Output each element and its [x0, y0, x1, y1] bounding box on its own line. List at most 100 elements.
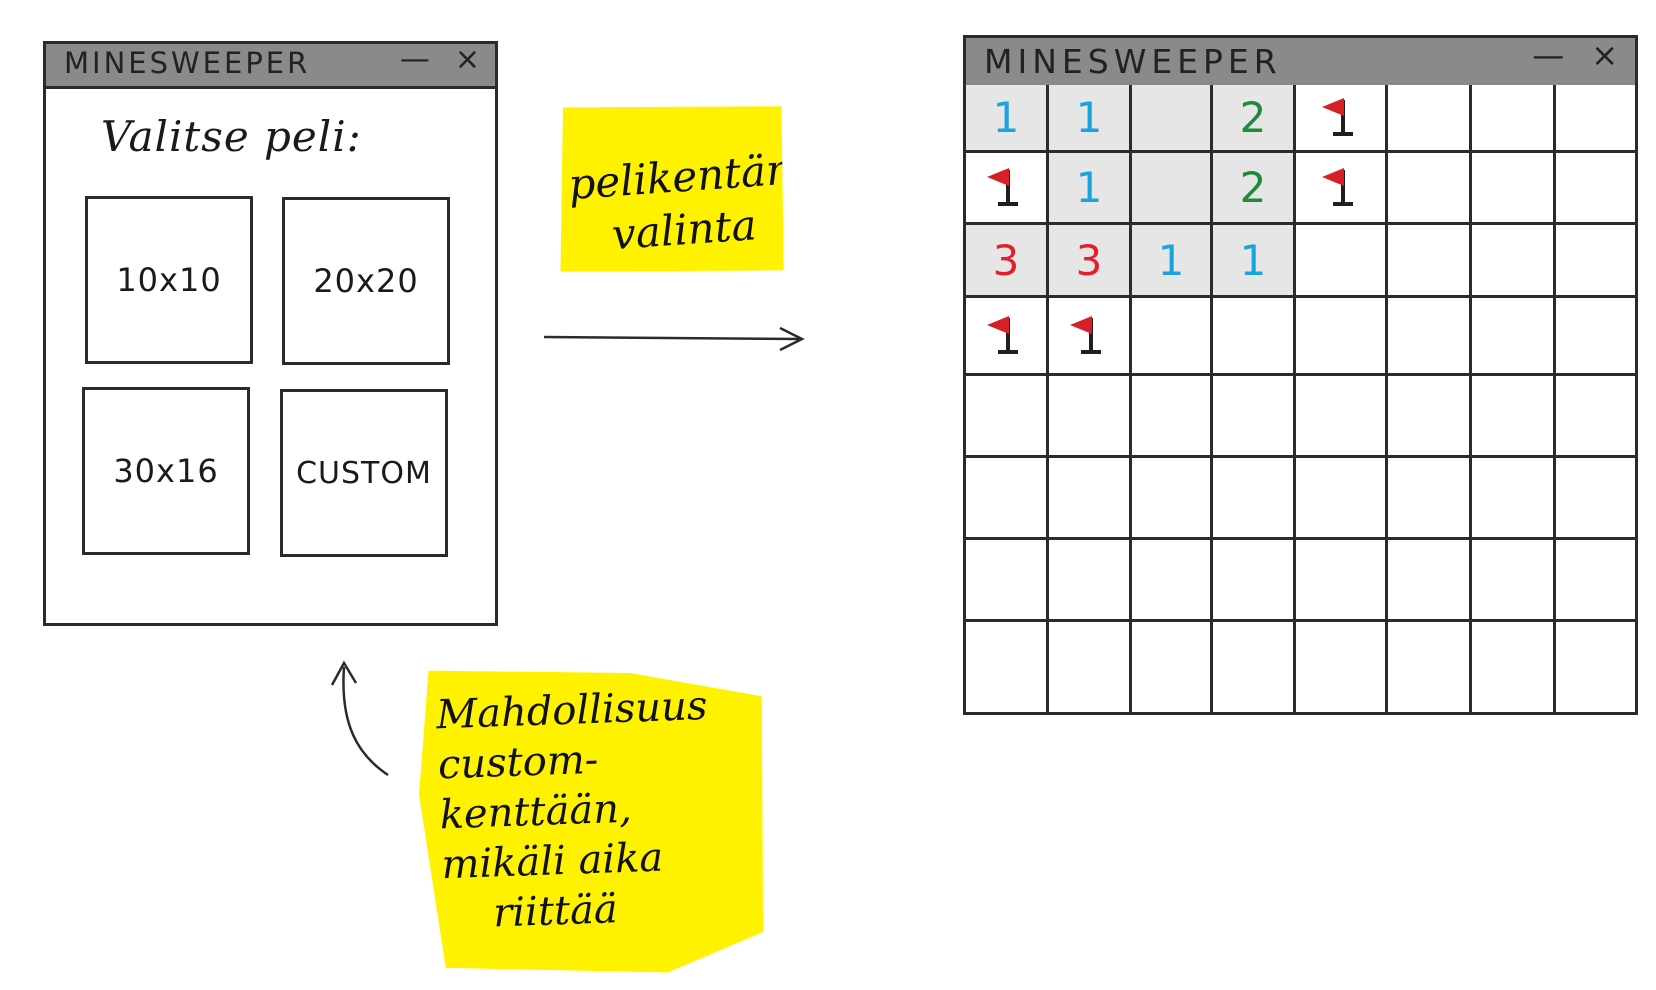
board-cell[interactable] [1132, 298, 1213, 376]
flow-arrow-right [543, 326, 805, 352]
board-cell[interactable] [1213, 298, 1296, 376]
board-cell[interactable] [1049, 458, 1132, 540]
board-cell[interactable] [1296, 458, 1388, 540]
note-line: custom-kenttään, [437, 736, 633, 839]
board-cell[interactable] [1388, 458, 1472, 540]
board-cell[interactable] [1132, 85, 1213, 153]
choice-20x20-button[interactable]: 20x20 [282, 197, 450, 365]
board-cell[interactable]: 1 [1213, 225, 1296, 298]
board-cell[interactable] [1132, 376, 1213, 458]
window-controls: — × [400, 42, 483, 77]
titlebar: MINESWEEPER — × [966, 36, 1635, 88]
flag-icon [983, 164, 1029, 212]
board-cell[interactable] [1213, 622, 1296, 712]
flag-icon [1318, 164, 1364, 212]
note-custom-option: Mahdollisuus custom-kenttään, mikäli aik… [415, 659, 772, 981]
titlebar: MINESWEEPER — × [46, 42, 495, 89]
close-button[interactable]: × [454, 42, 483, 77]
board-cell[interactable] [1556, 622, 1635, 712]
window-title: MINESWEEPER [64, 46, 311, 80]
board-cell[interactable] [1049, 298, 1132, 376]
board-cell[interactable]: 3 [966, 225, 1049, 298]
board-cell[interactable] [1132, 153, 1213, 225]
board-cell[interactable]: 1 [1049, 85, 1132, 153]
board-cell[interactable]: 1 [966, 85, 1049, 153]
cell-number: 3 [1075, 235, 1103, 285]
board-cell[interactable] [1556, 458, 1635, 540]
board-cell[interactable] [1556, 540, 1635, 622]
board-cell[interactable] [1213, 540, 1296, 622]
board-cell[interactable] [1472, 458, 1556, 540]
board-cell[interactable] [1388, 298, 1472, 376]
board-cell[interactable] [1296, 298, 1388, 376]
window-controls: — × [1532, 36, 1623, 74]
board-cell[interactable] [1388, 622, 1472, 712]
board-cell[interactable] [1472, 540, 1556, 622]
board-cell[interactable] [1296, 225, 1388, 298]
cell-number: 1 [1239, 235, 1267, 285]
board-cell[interactable] [1472, 376, 1556, 458]
minimize-button[interactable]: — [399, 42, 433, 77]
board-cell[interactable] [1296, 376, 1388, 458]
board-cell[interactable] [1472, 153, 1556, 225]
board-cell[interactable] [1132, 622, 1213, 712]
note-line: riittää [492, 886, 619, 937]
minimize-button[interactable]: — [1532, 36, 1570, 74]
board-cell[interactable]: 2 [1213, 85, 1296, 153]
board-cell[interactable] [1388, 153, 1472, 225]
flag-icon [1066, 312, 1112, 360]
board-cell[interactable] [1213, 458, 1296, 540]
select-game-prompt: Valitse peli: [101, 112, 362, 161]
board-cell[interactable] [966, 153, 1049, 225]
cell-number: 2 [1239, 93, 1267, 142]
choice-30x16-button[interactable]: 30x16 [82, 387, 250, 555]
board-cell[interactable] [1296, 622, 1388, 712]
board-cell[interactable]: 3 [1049, 225, 1132, 298]
board-cell[interactable] [1388, 225, 1472, 298]
board-cell[interactable] [1213, 376, 1296, 458]
board-cell[interactable] [1388, 540, 1472, 622]
board-cell[interactable] [1556, 298, 1635, 376]
board-cell[interactable] [1388, 376, 1472, 458]
board-cell[interactable] [966, 540, 1049, 622]
close-button[interactable]: × [1591, 36, 1623, 74]
board-cell[interactable] [1049, 376, 1132, 458]
board-cell[interactable] [1472, 622, 1556, 712]
choice-10x10-button[interactable]: 10x10 [85, 196, 253, 364]
cell-number: 3 [992, 235, 1020, 285]
board-cell[interactable] [966, 298, 1049, 376]
board-cell[interactable] [1556, 376, 1635, 458]
note-board-selection: pelikentän valinta [549, 92, 793, 286]
board-cell[interactable] [1132, 540, 1213, 622]
board-cell[interactable] [1049, 622, 1132, 712]
board-cell[interactable] [1556, 85, 1635, 153]
cell-number: 1 [1075, 93, 1103, 142]
choice-custom-button[interactable]: CUSTOM [280, 389, 448, 557]
board-cell[interactable] [1296, 540, 1388, 622]
cell-number: 1 [1157, 235, 1185, 285]
board-cell[interactable] [1296, 85, 1388, 153]
window-title: MINESWEEPER [984, 42, 1282, 81]
cell-number: 1 [1075, 163, 1103, 212]
board-cell[interactable] [1132, 458, 1213, 540]
board-cell[interactable]: 2 [1213, 153, 1296, 225]
board-cell[interactable] [1049, 540, 1132, 622]
board-cell[interactable]: 1 [1132, 225, 1213, 298]
board-cell[interactable]: 1 [1049, 153, 1132, 225]
board-cell[interactable] [1296, 153, 1388, 225]
board-cell[interactable] [966, 376, 1049, 458]
board-cell[interactable] [1556, 153, 1635, 225]
flow-arrow-up [330, 660, 389, 777]
board-cell[interactable] [1472, 225, 1556, 298]
cell-number: 2 [1239, 163, 1267, 212]
board-cell[interactable] [966, 622, 1049, 712]
flag-icon [983, 312, 1029, 360]
board-cell[interactable] [1388, 85, 1472, 153]
board-cell[interactable] [1556, 225, 1635, 298]
board-cell[interactable] [966, 458, 1049, 540]
board-cell[interactable] [1472, 298, 1556, 376]
board-cell[interactable] [1472, 85, 1556, 153]
game-select-window: MINESWEEPER — × Valitse peli: 10x10 20x2… [43, 41, 498, 626]
